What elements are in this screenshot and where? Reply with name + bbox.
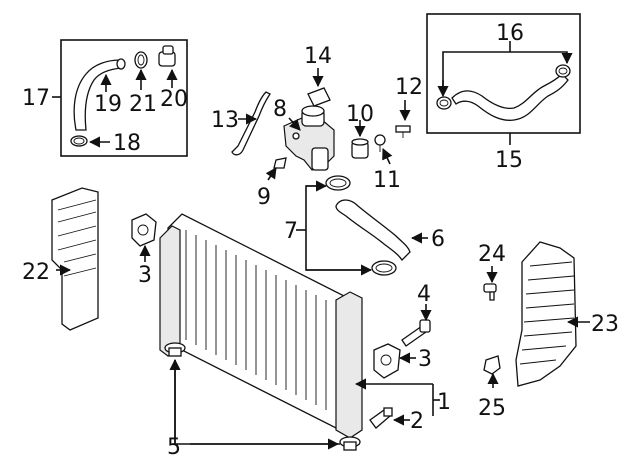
callout-1: 1 [437, 390, 451, 415]
callout-2: 2 [410, 409, 424, 434]
callout-14: 14 [304, 44, 332, 69]
bolt-12-part [395, 125, 411, 138]
cap-part [307, 87, 331, 107]
drain-plug-part [369, 407, 393, 429]
callout-24: 24 [478, 242, 506, 267]
hose-clamp-left-part [436, 96, 452, 110]
bolt-small-part [374, 134, 386, 152]
isolator-left-part [164, 342, 186, 357]
isolator-right-part [339, 436, 361, 451]
gasket-part [273, 157, 287, 169]
hose-clamp-upper-part [325, 175, 351, 191]
bolt-24-part [483, 283, 497, 301]
callout-4: 4 [417, 282, 431, 307]
hose-clamp-part [134, 51, 148, 69]
callout-19: 19 [94, 92, 122, 117]
mount-bracket-lower-part [373, 343, 401, 379]
water-outlet-housing-part [283, 105, 335, 171]
inset-box-lower-hose [426, 13, 581, 134]
small-clamp-part [70, 135, 88, 147]
callout-8: 8 [273, 97, 287, 122]
callout-15: 15 [495, 148, 523, 173]
callout-3-lower: 3 [418, 347, 432, 372]
callout-11: 11 [373, 168, 401, 193]
inset-box-hose-kit [60, 39, 188, 157]
mount-bracket-upper-part [131, 213, 157, 247]
callout-6: 6 [431, 227, 445, 252]
clip-25-part [483, 355, 501, 375]
callout-25: 25 [478, 396, 506, 421]
air-guide-left-part [51, 187, 99, 331]
callout-18: 18 [113, 131, 141, 156]
hose-connector-part [158, 45, 176, 67]
callout-10: 10 [346, 102, 374, 127]
radiator-hose-part [335, 199, 411, 262]
callout-7: 7 [284, 219, 298, 244]
callout-21: 21 [129, 92, 157, 117]
radiator-part [159, 213, 363, 439]
hose-clamp-lower-part [371, 260, 397, 276]
callout-5: 5 [167, 435, 181, 460]
bolt-4-part [401, 319, 431, 347]
sensor-part [351, 138, 369, 159]
air-guide-right-part [515, 241, 577, 387]
callout-13: 13 [211, 108, 239, 133]
hose-clamp-right-part [555, 64, 571, 78]
callout-22: 22 [22, 260, 50, 285]
callout-16: 16 [496, 21, 524, 46]
upper-hose-part [73, 58, 126, 131]
callout-20: 20 [160, 87, 188, 112]
callout-17: 17 [22, 86, 50, 111]
callout-3-upper: 3 [138, 263, 152, 288]
callout-12: 12 [395, 75, 423, 100]
lower-hose-part [451, 73, 569, 121]
callout-9: 9 [257, 185, 271, 210]
callout-23: 23 [591, 312, 619, 337]
